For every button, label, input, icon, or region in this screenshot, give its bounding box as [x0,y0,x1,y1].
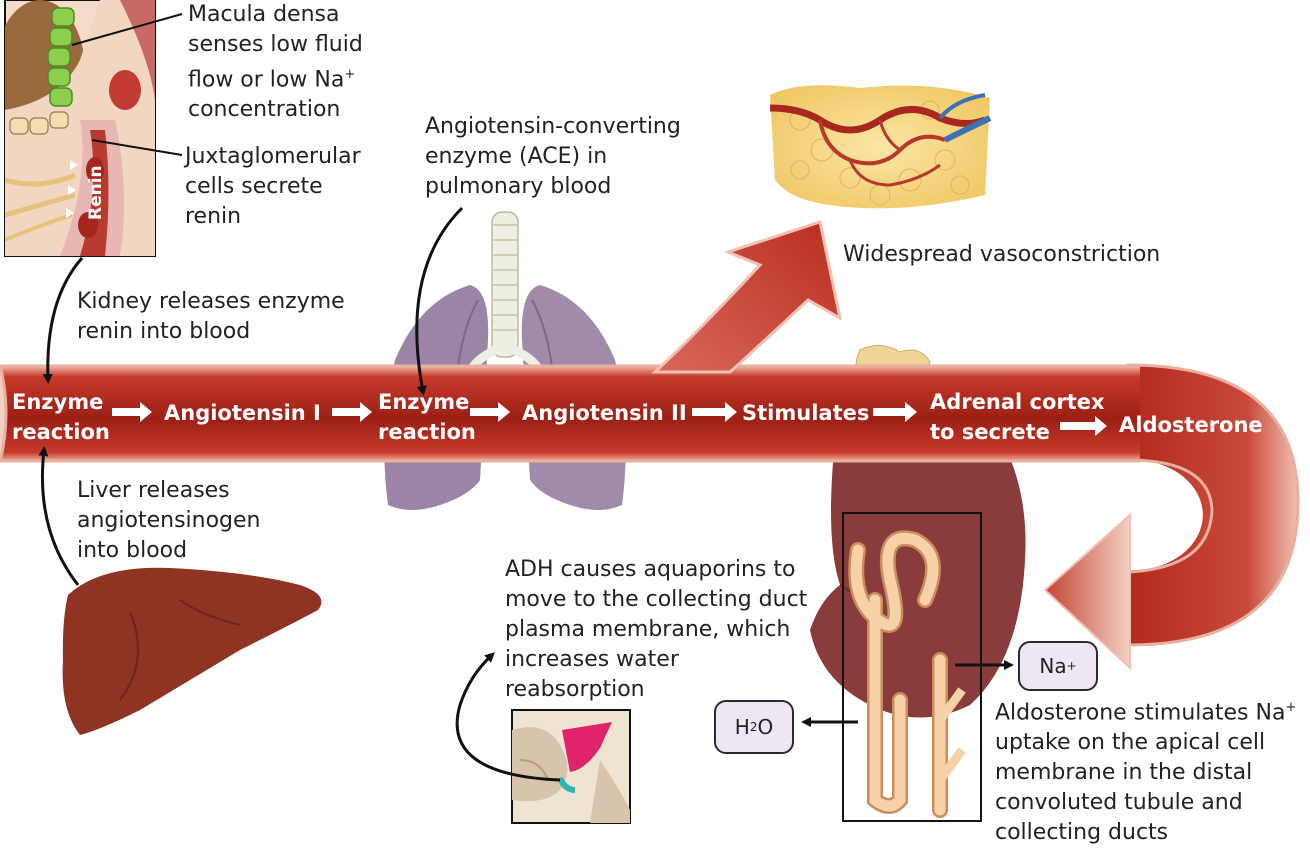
enzyme-reaction-2-label: Enzyme reaction [378,390,476,444]
macula-densa-label: Macula densa senses low fluid flow or lo… [188,2,363,123]
return-arrowhead [1043,512,1131,671]
aldosterone-stimulates-label: Aldosterone stimulates Na+ uptake on the… [995,700,1297,846]
sodium-ion-box: Na+ [1018,641,1098,691]
liver-to-vessel-arrow [38,446,80,586]
nephron-inset [842,512,982,822]
ace-to-vessel-arrow [415,206,464,396]
angiotensin-1-label: Angiotensin I [164,401,321,425]
flow-arrows [112,402,1107,436]
vasoconstriction-arrow [651,220,843,374]
pituitary-inset [511,709,631,824]
lungs-illustration [384,211,626,510]
macula-densa-pointer [71,13,183,46]
juxtaglomerular-inset [4,0,156,257]
adrenal-cortex-label: Adrenal cortex to secrete [930,390,1105,444]
juxtaglomerular-pointer [91,139,183,156]
kidney-to-vessel-arrow [42,257,84,384]
renin-inset-label: Renin [86,165,106,220]
angiotensin-2-label: Angiotensin II [522,401,687,425]
enzyme-reaction-1-label: Enzyme reaction [12,390,110,444]
adh-label: ADH causes aquaporins to move to the col… [505,557,808,702]
stimulates-label: Stimulates [742,401,870,425]
blood-vessel [0,363,1300,647]
capillary-bed-illustration [769,85,992,209]
kidney-releases-label: Kidney releases enzyme renin into blood [77,289,345,344]
aldosterone-label: Aldosterone [1119,413,1263,437]
liver-illustration [62,567,322,735]
juxtaglomerular-label: Juxtaglomerular cells secrete renin [185,144,361,229]
ace-label: Angiotensin-converting enzyme (ACE) in p… [425,114,681,199]
liver-releases-label: Liver releases angiotensinogen into bloo… [77,478,261,563]
adh-arrow [455,652,561,782]
vasoconstriction-label: Widespread vasoconstriction [843,242,1161,267]
